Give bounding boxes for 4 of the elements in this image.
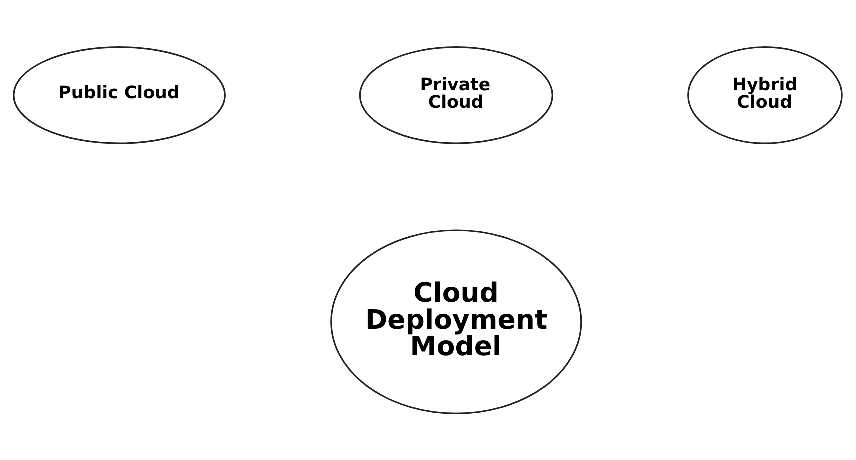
node-ellipse: Hybrid Cloud	[688, 46, 843, 144]
node-ellipse: Cloud Deployment Model	[330, 229, 582, 414]
node-ellipse: Public Cloud	[13, 46, 226, 144]
node-ellipse: Private Cloud	[359, 46, 554, 144]
